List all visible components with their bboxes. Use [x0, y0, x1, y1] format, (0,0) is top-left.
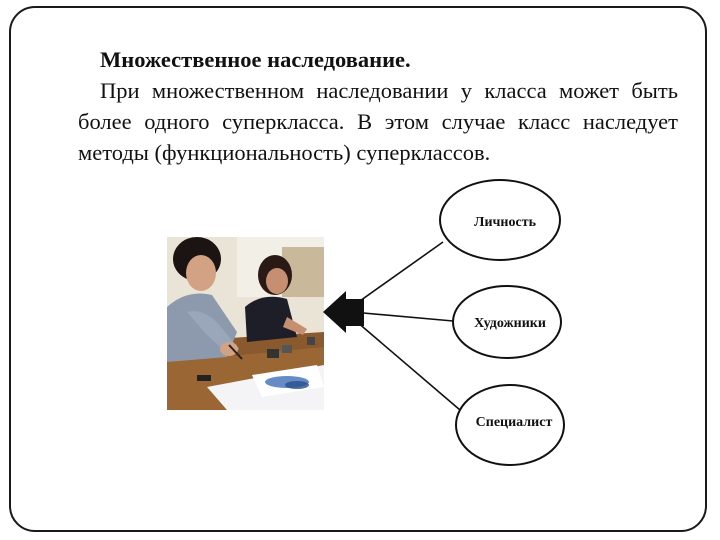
slide-text: Множественное наследование. При множеств… — [78, 44, 678, 168]
slide-heading: Множественное наследование. — [100, 47, 411, 72]
connector-line-3 — [349, 315, 461, 411]
superclass-label-2: Художники — [474, 316, 546, 331]
superclass-node-3: Специалист — [455, 384, 565, 466]
students-photo — [167, 237, 324, 410]
slide-paragraph: При множественном наследовании у класса … — [78, 78, 678, 165]
students-writing-photo-icon — [167, 237, 324, 410]
connector-line-2 — [351, 311, 454, 322]
connector-line-1 — [349, 241, 444, 309]
superclass-label-1: Личность — [474, 215, 537, 230]
superclass-node-1: Личность — [439, 179, 561, 261]
inheritance-arrow-icon — [323, 291, 364, 333]
slide-frame — [9, 6, 707, 532]
superclass-node-2: Художники — [452, 285, 562, 359]
superclass-label-3: Специалист — [476, 415, 553, 430]
